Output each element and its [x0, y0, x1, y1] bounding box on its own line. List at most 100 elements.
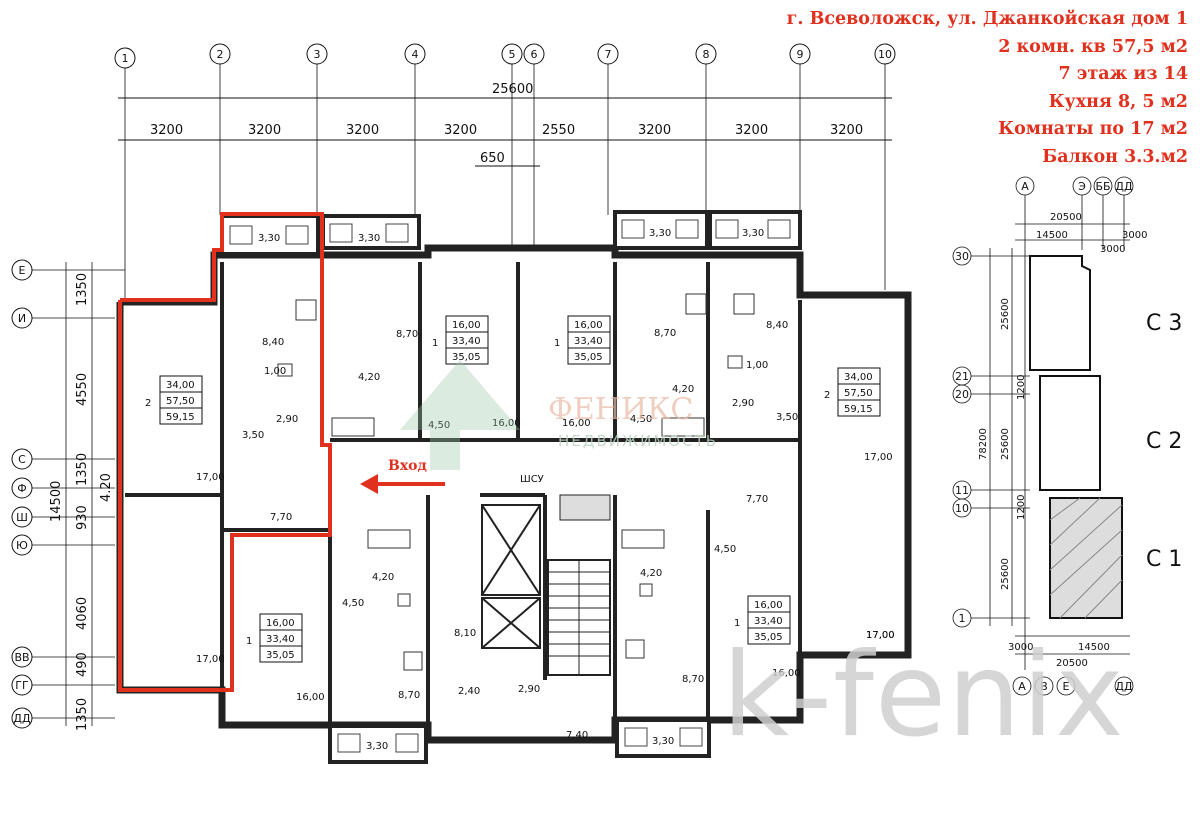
- room-area: 3,50: [242, 430, 264, 441]
- balconies: [220, 210, 802, 764]
- logo-wordmark: ФЕНИКС: [548, 392, 694, 427]
- axis-bubble: Ю: [16, 539, 28, 552]
- site-axis: Э: [1078, 180, 1086, 193]
- site-dim: 14500: [1078, 642, 1110, 653]
- site-plan: А Э ББ ДД 20500 14500 3000 3000 30 21 20…: [952, 176, 1182, 696]
- span-dim: 3200: [150, 123, 183, 138]
- balcony-areas: 3,30 3,30 3,30 3,30 3,30 3,30: [258, 228, 764, 752]
- axis-bubble: 4: [412, 48, 419, 61]
- apt-total: 33,40: [452, 336, 481, 347]
- logo-subtitle: НЕДВИЖИМОСТЬ: [558, 432, 719, 450]
- info-kitchen: Кухня 8, 5 м2: [1048, 91, 1188, 112]
- site-dim: 14500: [1036, 230, 1068, 241]
- apt-living: 34,00: [844, 372, 873, 383]
- info-flat: 2 комн. кв 57,5 м2: [998, 36, 1188, 57]
- shaft-hatch: [559, 494, 611, 521]
- apt-total: 33,40: [574, 336, 603, 347]
- left-dim: 1350: [75, 453, 90, 486]
- site-axis: А: [1021, 180, 1029, 193]
- bath-fixtures: [277, 293, 755, 671]
- room-area: 17,00: [196, 654, 225, 665]
- axis-bubble: 1: [122, 52, 129, 65]
- left-dim: 1350: [75, 273, 90, 306]
- apt-box-dividers: [160, 331, 880, 647]
- axis-bubble: ГГ: [15, 679, 29, 692]
- span-dim: 3200: [830, 123, 863, 138]
- site-axis: 30: [955, 250, 969, 263]
- apt-living: 16,00: [574, 320, 603, 331]
- room-area: 4,20: [372, 572, 394, 583]
- apt-boxes: [159, 315, 881, 663]
- stair-treads: [548, 560, 610, 675]
- site-axis: ББ: [1095, 180, 1110, 193]
- apt-total: 57,50: [166, 396, 195, 407]
- room-area: 17,00: [866, 630, 895, 641]
- room-area: 7,70: [270, 512, 292, 523]
- room-area: 2,90: [518, 684, 540, 695]
- apt-gross: 59,15: [166, 412, 195, 423]
- axis-bubble: 8: [703, 48, 710, 61]
- shaft-label: ШСУ: [520, 474, 544, 485]
- balcony-windows: [229, 219, 791, 753]
- left-total-dim: 14500: [49, 481, 64, 522]
- section-label: С 3: [1146, 311, 1182, 336]
- room-area: 17,00: [866, 630, 895, 641]
- room-area: 16,00: [772, 668, 801, 679]
- axis-bubble: 9: [797, 48, 804, 61]
- site-axis: 11: [955, 484, 969, 497]
- site-axis: 10: [955, 502, 969, 515]
- site-axis: В: [1040, 680, 1048, 693]
- axis-bubble: ВВ: [14, 651, 29, 664]
- gap-dim: 650: [480, 151, 505, 166]
- span-dim: 3200: [346, 123, 379, 138]
- info-balcony: Балкон 3.3.м2: [1042, 146, 1188, 167]
- left-dim: 490: [75, 652, 90, 677]
- span-dim: 3200: [735, 123, 768, 138]
- left-dims: 1350 4550 1350 930 4060 490 1350 4.20 14…: [49, 273, 114, 731]
- room-area: 8,70: [654, 328, 676, 339]
- site-dim: 20500: [1056, 658, 1088, 669]
- section-label: С 1: [1146, 547, 1182, 572]
- span-dim: 3200: [248, 123, 281, 138]
- span-dim: 3200: [444, 123, 477, 138]
- balcony-area: 3,30: [652, 736, 674, 747]
- apt-rooms: 2: [824, 390, 830, 401]
- apt-living: 16,00: [452, 320, 481, 331]
- site-axis: Е: [1063, 680, 1070, 693]
- room-area: 3,50: [776, 412, 798, 423]
- site-dim: 20500: [1050, 212, 1082, 223]
- entrance-arrow: [360, 474, 445, 494]
- site-dim: 1200: [1016, 495, 1027, 520]
- room-area: 4,50: [714, 544, 736, 555]
- apt-gross: 59,15: [844, 404, 873, 415]
- axis-bubble: 10: [878, 48, 892, 61]
- site-dim: 25600: [1000, 298, 1011, 330]
- axis-bubble: 3: [314, 48, 321, 61]
- room-area: 7,70: [746, 494, 768, 505]
- left-axis-bubbles: Е И С Ф Ш Ю ВВ ГГ ДД: [11, 259, 33, 729]
- room-area: 8,70: [682, 674, 704, 685]
- room-area: 2,90: [276, 414, 298, 425]
- dimension-lines: [118, 97, 892, 167]
- room-area-labels: 8,40 8,70 8,70 8,40 1,00 1,00 4,20 4,20 …: [196, 320, 895, 741]
- site-axis: А: [1018, 680, 1026, 693]
- room-area: 1,00: [746, 360, 768, 371]
- room-area: 8,40: [766, 320, 788, 331]
- span-dim: 3200: [638, 123, 671, 138]
- room-area: 1,00: [264, 366, 286, 377]
- room-area: 17,00: [196, 472, 225, 483]
- balcony-area: 3,30: [366, 741, 388, 752]
- room-area: 16,00: [492, 418, 521, 429]
- apt-living: 34,00: [166, 380, 195, 391]
- total-width-dim: 25600: [492, 82, 533, 97]
- axis-bubble: С: [18, 453, 26, 466]
- axis-lines: [124, 64, 886, 300]
- axis-bubble: Ф: [17, 482, 26, 495]
- span-dims: 3200 3200 3200 3200 2550 3200 3200 3200: [150, 123, 863, 138]
- apt-total: 33,40: [266, 634, 295, 645]
- entrance-label: Вход: [388, 458, 427, 474]
- apt-total: 33,40: [754, 616, 783, 627]
- info-floor: 7 этаж из 14: [1058, 64, 1188, 84]
- axis-bubble: 6: [531, 48, 538, 61]
- room-area: 16,00: [562, 418, 591, 429]
